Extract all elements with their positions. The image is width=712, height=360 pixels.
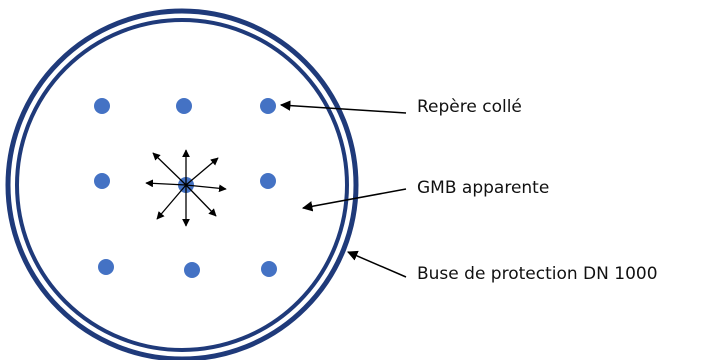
pipe-outer-ring — [5, 8, 359, 360]
marker-dot — [260, 98, 276, 114]
marker-dot — [260, 173, 276, 189]
radial-arrow-up-left — [152, 152, 187, 186]
protection-pipe — [5, 8, 359, 360]
marker-dot — [94, 173, 110, 189]
membrane-callout-arrow — [301, 188, 407, 212]
pipe-callout-arrow — [347, 250, 407, 278]
marker-dot — [261, 261, 277, 277]
radial-arrow-down-left — [156, 184, 187, 220]
marker-dot — [184, 262, 200, 278]
marker-label: Repère collé — [417, 97, 522, 117]
radial-arrow-up-right — [185, 157, 219, 186]
radial-arrow-left — [145, 179, 187, 188]
marker-callout-arrow — [279, 100, 407, 114]
membrane-label: GMB apparente — [417, 178, 549, 198]
callout-arrows — [279, 100, 407, 278]
pipe-inner-ring — [15, 18, 349, 352]
marker-dot — [94, 98, 110, 114]
radial-arrows — [145, 149, 227, 227]
radial-arrow-right — [185, 184, 227, 193]
marker-dot — [98, 259, 114, 275]
radial-arrow-down-right — [185, 184, 217, 217]
pipe-label: Buse de protection DN 1000 — [417, 264, 658, 284]
marker-dot — [176, 98, 192, 114]
